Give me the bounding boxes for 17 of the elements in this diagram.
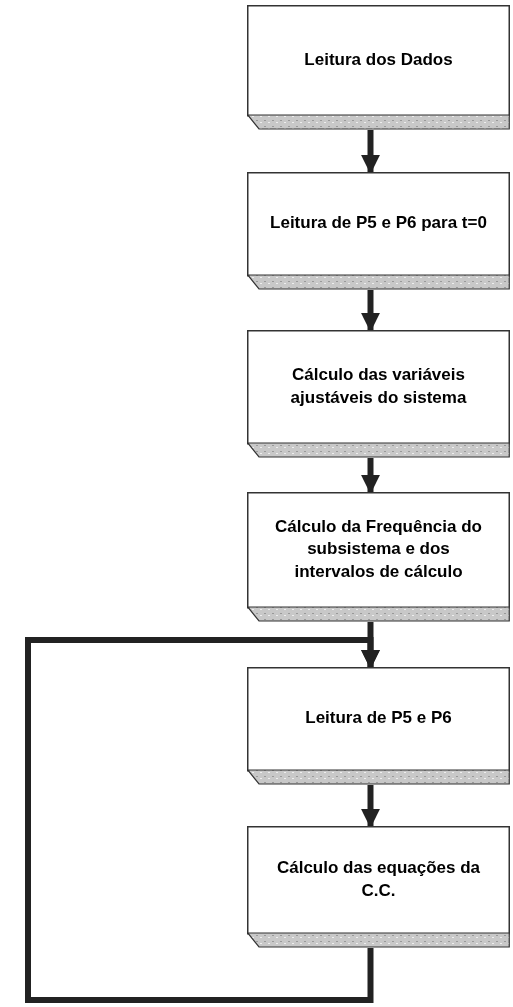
box-label: Leitura de P5 e P6	[304, 707, 453, 730]
process-box	[247, 5, 510, 130]
arrow	[360, 785, 381, 828]
arrow	[360, 130, 381, 174]
arrow	[360, 458, 381, 494]
box-label: Cálculo da Frequência do subsistema e dos intervalos de cálculo	[274, 516, 483, 583]
process-box	[247, 492, 510, 622]
process-box	[247, 667, 510, 785]
process-box	[247, 826, 510, 948]
box-label: Leitura dos Dados	[303, 48, 454, 71]
box-label: Cálculo das variáveis ajustáveis do sistema	[289, 364, 468, 409]
arrow	[360, 290, 381, 332]
process-box	[247, 172, 510, 290]
box-label: Cálculo das equações da C.C.	[275, 857, 482, 902]
box-label: Leitura de P5 e P6 para t=0	[269, 212, 488, 235]
arrow	[25, 637, 381, 1003]
process-box	[247, 330, 510, 458]
